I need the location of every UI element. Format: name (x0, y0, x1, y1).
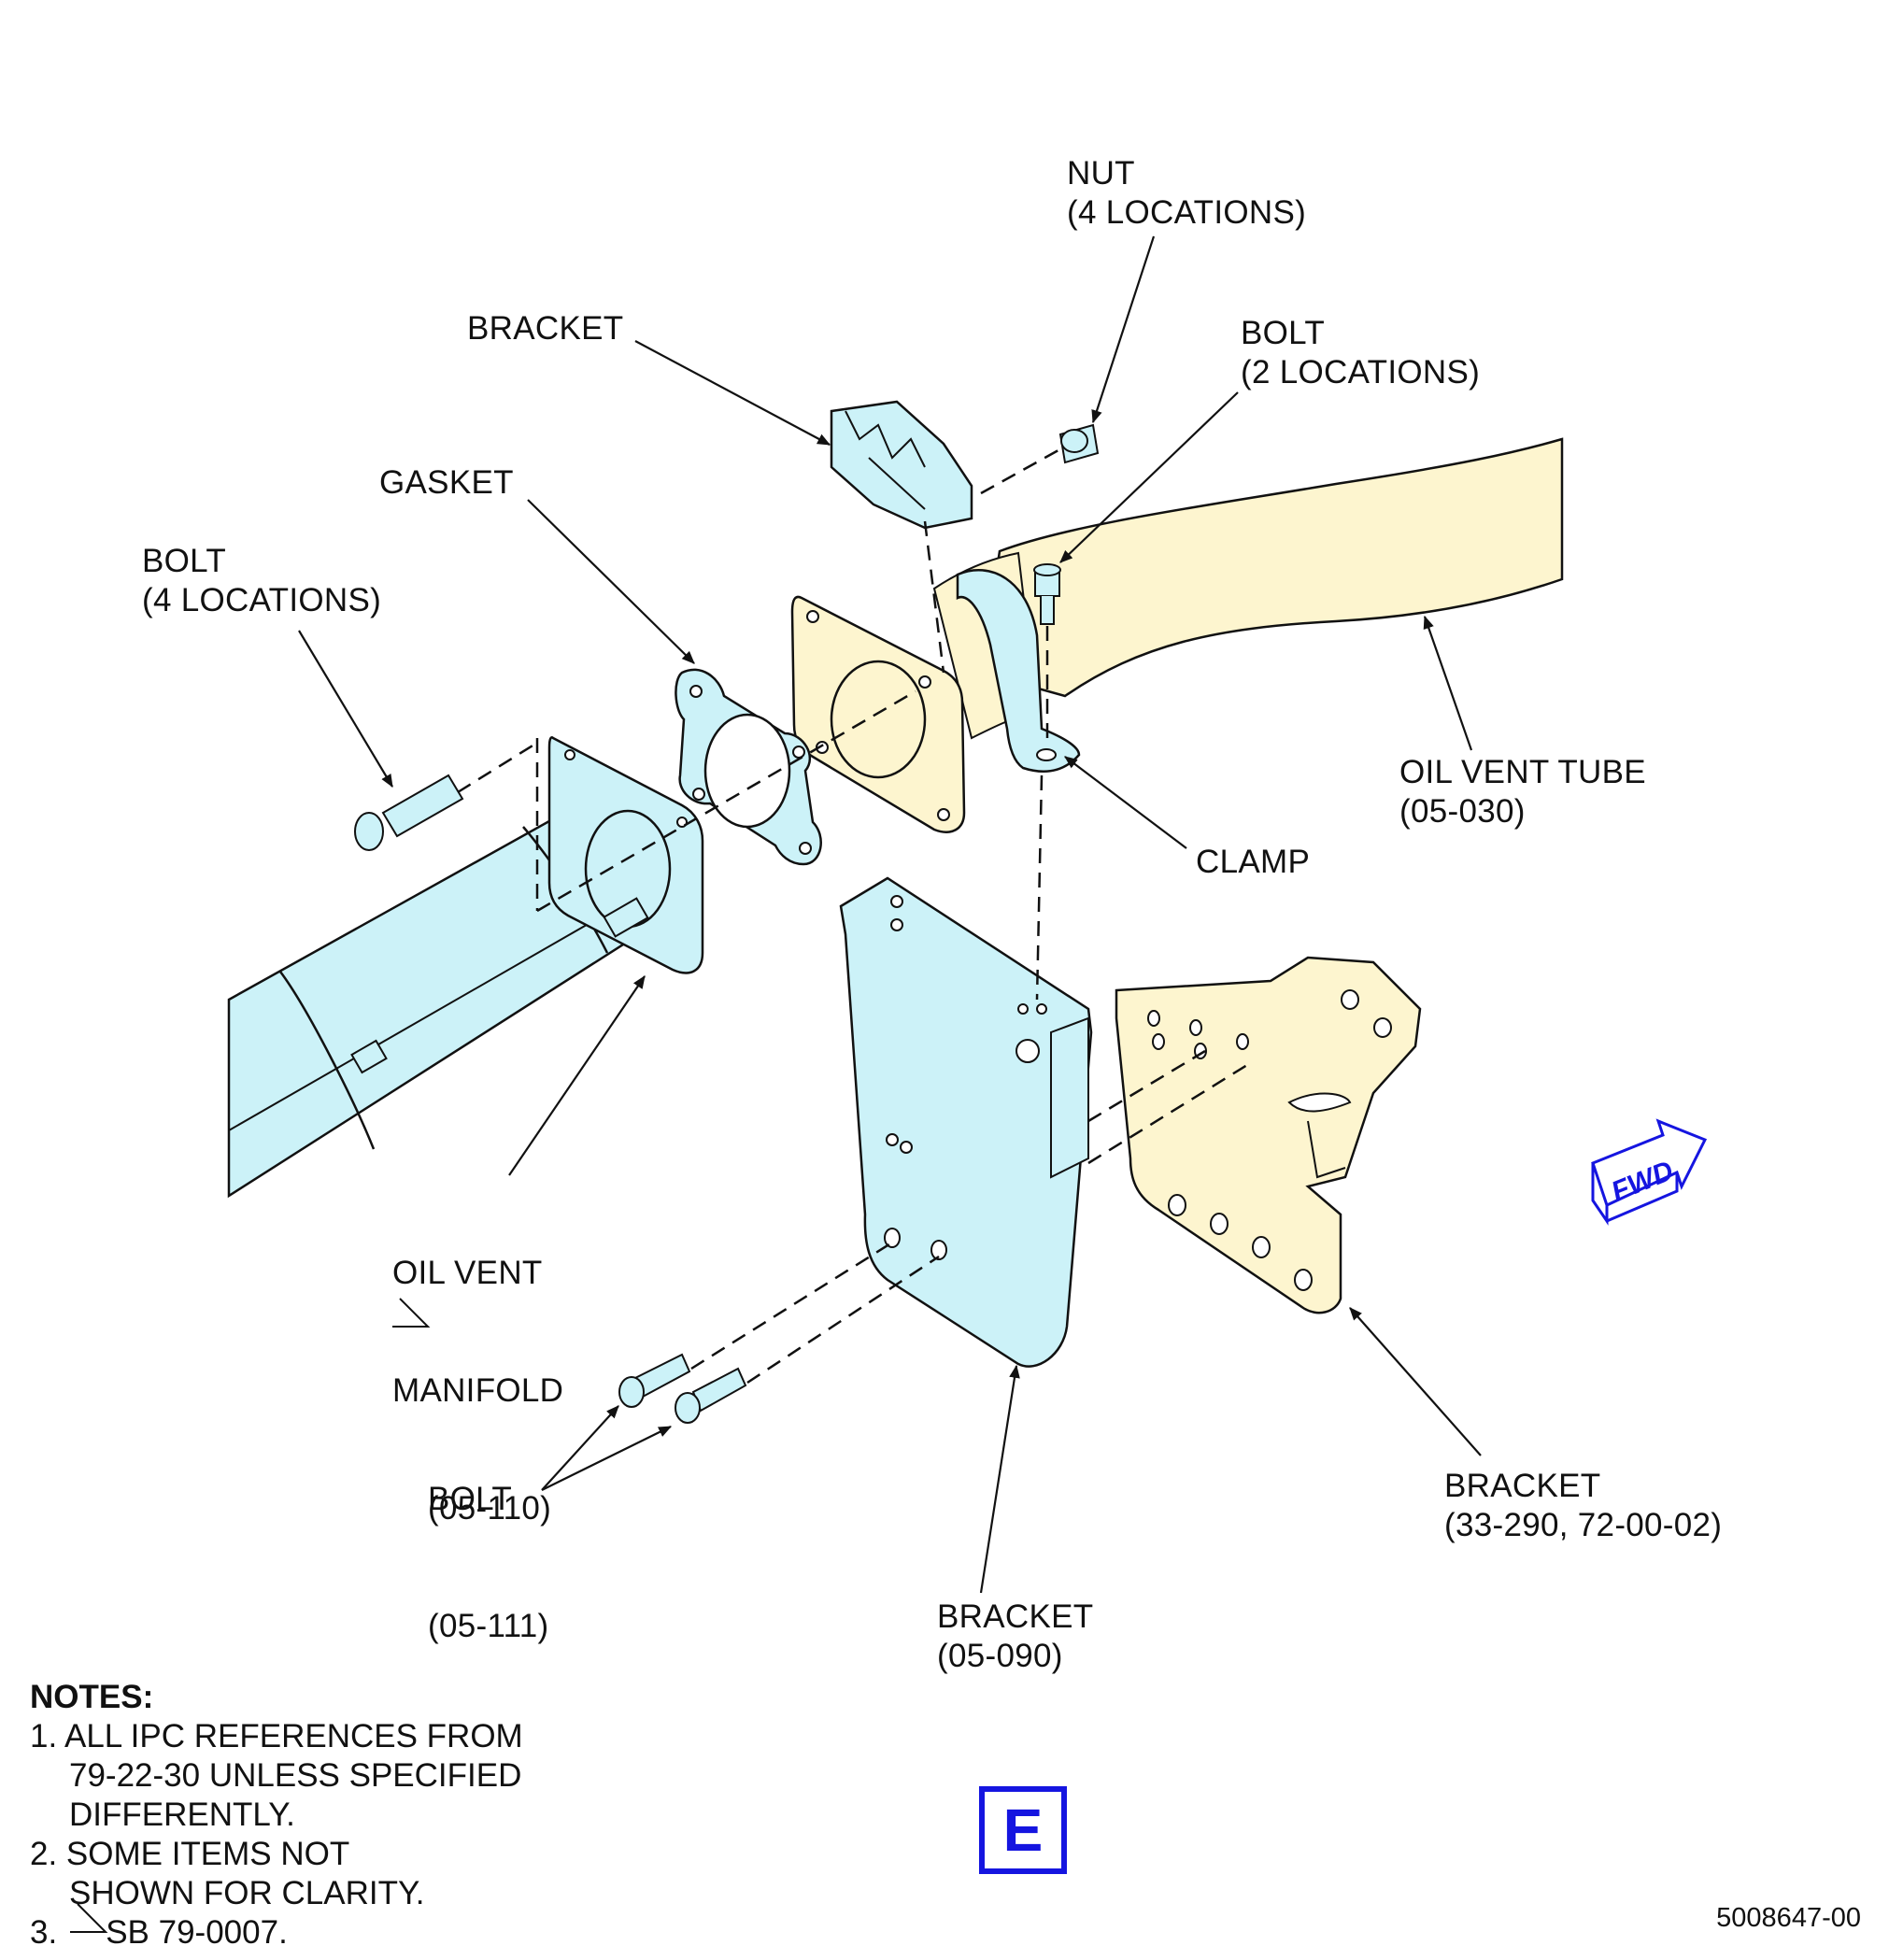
fwd-arrow-icon: FWD (1591, 1118, 1708, 1226)
label-gasket: GASKET (379, 464, 514, 501)
label-oil-vent-tube: OIL VENT TUBE(05-030) (1399, 754, 1646, 830)
nut (1058, 423, 1100, 464)
note-2: 2. SOME ITEMS NOT (30, 1836, 350, 1872)
note-2-line-2: SHOWN FOR CLARITY. (69, 1875, 425, 1911)
note-1: 1. ALL IPC REFERENCES FROM (30, 1718, 523, 1754)
oil-vent-manifold (227, 736, 704, 1199)
label-bracket-engine: BRACKET(33-290, 72-00-02) (1444, 1468, 1723, 1543)
label-bolt-flange: BOLT(4 LOCATIONS) (142, 543, 382, 618)
clamp-bolt (1033, 563, 1061, 625)
note-3-text: SB 79-0007. (106, 1914, 288, 1951)
clamp (956, 569, 1081, 773)
flange-bolt (354, 774, 464, 851)
view-letter-box: E (979, 1786, 1067, 1874)
leader-lines (298, 235, 1482, 1594)
engine-bracket (1115, 956, 1422, 1314)
gasket (675, 668, 822, 866)
label-clamp: CLAMP (1196, 844, 1311, 880)
drawing-number: 5008647-00 (1716, 1903, 1861, 1933)
notes-title: NOTES: (30, 1679, 154, 1715)
label-bracket-top: BRACKET (467, 310, 624, 347)
note-1-line-3: DIFFERENTLY. (69, 1797, 295, 1833)
label-bolt-lower: BOLT (428, 1481, 513, 1517)
tube-flange (790, 595, 966, 833)
note-3-number: 3. (30, 1914, 58, 1951)
sb-flag-icon (70, 1298, 431, 1933)
notes-block: NOTES: 1. ALL IPC REFERENCES FROM 79-22-… (30, 1678, 523, 1953)
lower-bolts (618, 1353, 747, 1424)
note-1-line-2: 79-22-30 UNLESS SPECIFIED (69, 1757, 522, 1794)
main-bracket (839, 876, 1093, 1368)
label-bracket-main: BRACKET(05-090) (937, 1598, 1094, 1674)
label-nut: NUT(4 LOCATIONS) (1067, 155, 1307, 231)
assembly-centerlines (457, 445, 1248, 1385)
top-bracket (830, 400, 973, 530)
label-oil-vent-manifold: OIL VENT MANIFOLD (05-110) (05-111) (392, 1255, 564, 1644)
label-bolt-clamp: BOLT(2 LOCATIONS) (1241, 315, 1481, 391)
note-3: 3. SB 79-0007. (30, 1913, 523, 1953)
